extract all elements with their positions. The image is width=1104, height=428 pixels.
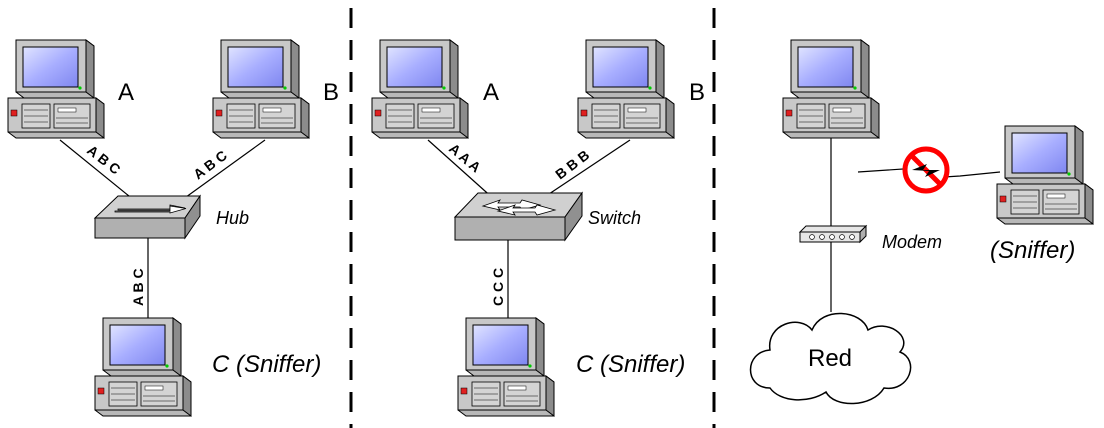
host-b-label: B [689,79,705,106]
computer-c-sniffer-icon [94,317,192,417]
computer-c-sniffer-icon [457,317,555,417]
network-cloud [749,312,912,405]
wire-label-c: C C C [490,268,506,306]
network-label: Red [808,345,852,372]
panel-hub: A B C (Sniffer) Hub A B C A B C A B C [7,39,339,417]
wire-label-c: A B C [130,268,146,306]
host-b-label: B [323,79,339,106]
computer-a-icon [371,39,469,139]
wire-label-a: A A A [446,140,484,175]
computer-b-icon [212,39,310,139]
hub-device [93,194,201,240]
computer-b-icon [577,39,675,139]
host-a-label: A [118,79,134,106]
modem-device [798,224,868,244]
wire-label-b: B B B [552,147,592,183]
sniffer-label: (Sniffer) [990,237,1075,264]
switch-label: Switch [588,208,641,228]
hub-label: Hub [216,208,249,228]
computer-a-icon [7,39,105,139]
host-a-label: A [483,79,499,106]
switch-device [453,191,583,242]
sniffer-label: C (Sniffer) [576,351,685,378]
panel-switch: A B C (Sniffer) Switch A A A B B B C C C [371,39,705,417]
panel-modem: Modem (Sniffer) Red [749,39,1094,405]
forbidden-icon [902,146,950,194]
computer-icon [782,39,880,139]
modem-label: Modem [882,232,942,252]
computer-sniffer-icon [996,125,1094,225]
wire-label-a: A B C [84,142,123,178]
wire-label-b: A B C [190,147,230,182]
sniffer-label: C (Sniffer) [212,351,321,378]
